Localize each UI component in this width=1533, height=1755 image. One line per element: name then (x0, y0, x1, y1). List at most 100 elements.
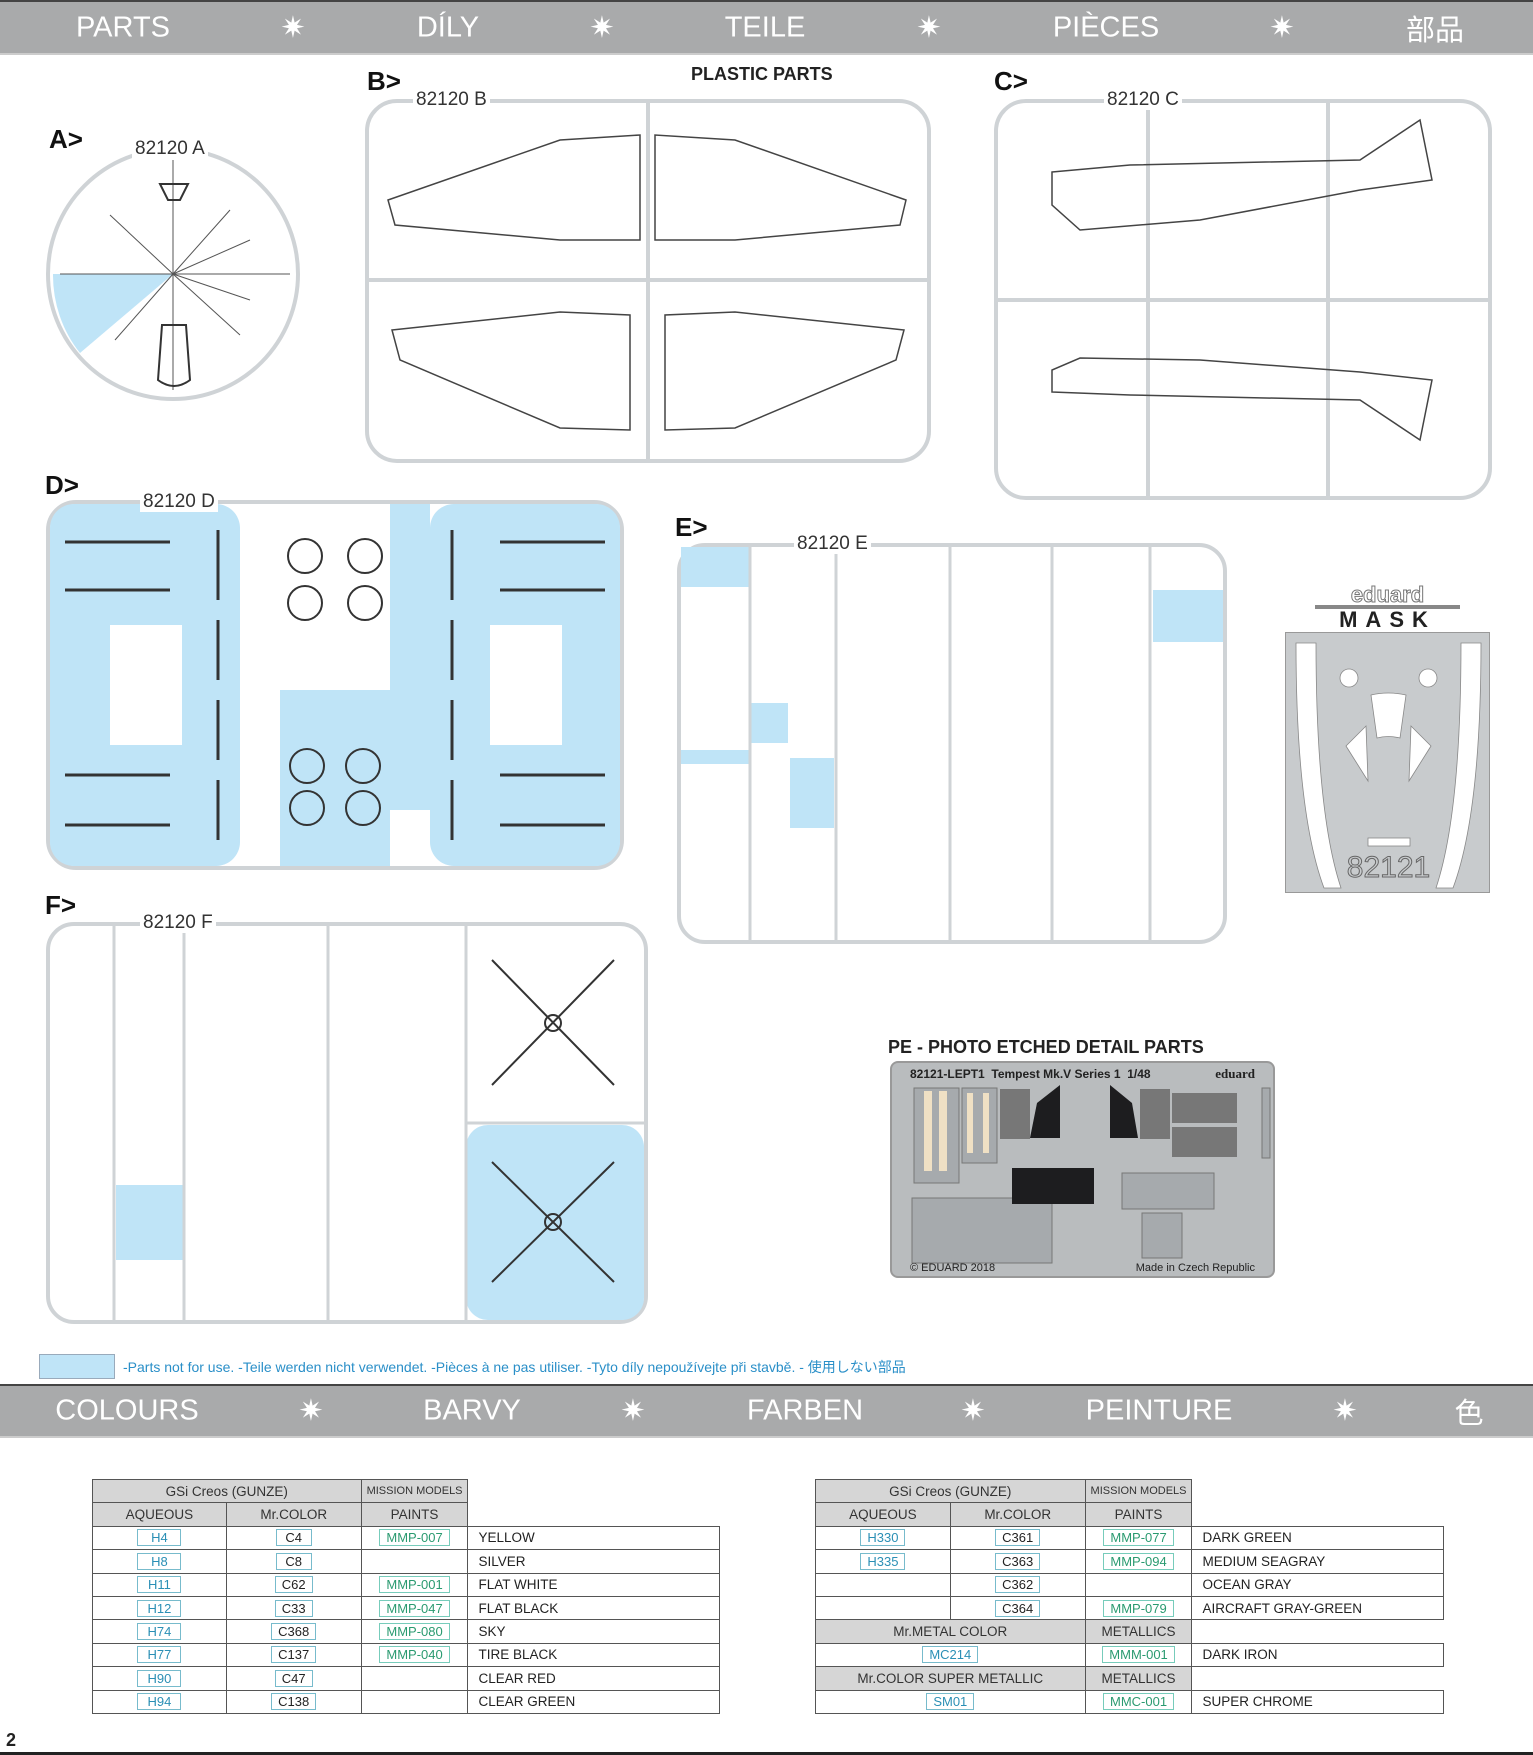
colour-row: H11 C62 MMP-001 FLAT WHITE (92, 1572, 720, 1597)
pe-title: PE - PHOTO ETCHED DETAIL PARTS (888, 1037, 1204, 1057)
mrcolor-header: Mr.COLOR (949, 1502, 1086, 1527)
star-icon: ✷ (589, 11, 615, 44)
header-barvy: BARVY (423, 1394, 521, 1427)
colour-row: SM01 MMC-001 SUPER CHROME (815, 1689, 1444, 1714)
colour-code: MMC-001 (1103, 1693, 1175, 1711)
colour-name: SILVER (467, 1549, 720, 1574)
gsi-creos-header: GSi Creos (GUNZE) (815, 1478, 1086, 1504)
sprue-f-letter: F> (45, 890, 77, 920)
sprue-a-code: 82120 A (132, 139, 208, 159)
colour-cell: MMP-079 (1084, 1595, 1193, 1621)
star-icon: ✷ (298, 1394, 324, 1428)
colour-code: H11 (137, 1576, 182, 1594)
aqueous-header: AQUEOUS (92, 1502, 227, 1527)
sprue-d-letter: D> (45, 470, 79, 500)
colour-cell: C368 (225, 1619, 362, 1644)
colour-cell: H94 (92, 1689, 227, 1714)
not-for-use-notice: -Parts not for use. -Teile werden nicht … (123, 1359, 906, 1375)
colour-code: H330 (860, 1529, 906, 1547)
colour-cell: MMP-047 (360, 1595, 469, 1621)
colour-code: C47 (274, 1669, 313, 1687)
colour-row: H335 C363 MMP-094 MEDIUM SEAGRAY (815, 1549, 1444, 1574)
aqueous-header: AQUEOUS (815, 1502, 951, 1527)
star-icon: ✷ (280, 11, 306, 44)
colour-code: C137 (271, 1646, 317, 1664)
colour-code: MMP-094 (1103, 1552, 1174, 1570)
sprue-b-letter: B> (367, 66, 401, 96)
colour-name: FLAT WHITE (467, 1572, 720, 1597)
sprue-c-letter: C> (994, 66, 1028, 96)
colour-code: H335 (860, 1552, 906, 1570)
colour-code: MMP-080 (379, 1623, 450, 1641)
colour-row: MC214 MMM-001 DARK IRON (815, 1642, 1444, 1668)
colour-cell (815, 1595, 951, 1621)
page-number: 2 (6, 1730, 17, 1750)
colour-cell: H330 (815, 1525, 951, 1551)
colour-cell: MMM-001 (1084, 1642, 1193, 1668)
colour-code: MMM-001 (1102, 1646, 1175, 1664)
colour-code: C368 (271, 1623, 317, 1641)
colours-header-bar: COLOURS ✷ BARVY ✷ FARBEN ✷ PEINTURE ✷ 色 (0, 1384, 1533, 1438)
colour-row: H8 C8 SILVER (92, 1549, 720, 1574)
colour-cell: MMP-094 (1084, 1549, 1193, 1574)
pe-fret-title: 82121-LEPT1 Tempest Mk.V Series 1 1/48 (910, 1067, 1151, 1081)
colour-code: SM01 (926, 1693, 975, 1711)
page-bottom-border (0, 1752, 1533, 1755)
colour-name: YELLOW (467, 1525, 720, 1551)
colour-cell: H90 (92, 1666, 227, 1691)
paints-header: PAINTS (360, 1502, 469, 1527)
colour-name: DARK GREEN (1191, 1525, 1444, 1551)
sprue-b-code: 82120 B (413, 90, 490, 110)
colour-cell: MMP-077 (1084, 1525, 1193, 1551)
mask-brand: eduard (1315, 583, 1460, 609)
mission-models-header: MISSION MODELS (1084, 1478, 1193, 1504)
header-dily: DÍLY (416, 11, 480, 43)
colour-name: MEDIUM SEAGRAY (1191, 1549, 1444, 1574)
colour-cell: H77 (92, 1642, 227, 1668)
colour-row: H94 C138 CLEAR GREEN (92, 1689, 720, 1714)
mrcolor-header: Mr.COLOR (225, 1502, 362, 1527)
colour-name: TIRE BLACK (467, 1642, 720, 1668)
star-icon: ✷ (620, 1394, 646, 1428)
colour-code: H74 (137, 1623, 182, 1641)
colour-name: CLEAR GREEN (467, 1689, 720, 1714)
colour-code: C362 (995, 1576, 1041, 1594)
header-pieces: PIÈCES (1052, 11, 1160, 43)
colour-code: C8 (275, 1552, 312, 1570)
mask-sheet: 82121 (1285, 632, 1490, 893)
colour-name: DARK IRON (1191, 1642, 1444, 1668)
colour-name: OCEAN GRAY (1191, 1572, 1444, 1597)
colour-cell: MMC-001 (1084, 1689, 1193, 1714)
colour-code: C138 (271, 1693, 317, 1711)
colour-code: H12 (137, 1599, 182, 1617)
sprue-drawings (46, 99, 1492, 1324)
star-icon: ✷ (1269, 11, 1295, 44)
colour-code: H4 (137, 1529, 182, 1547)
colour-cell: H8 (92, 1549, 227, 1574)
colour-cell: H4 (92, 1525, 227, 1551)
colour-cell: C363 (949, 1549, 1086, 1574)
colour-cell (360, 1666, 469, 1691)
colour-cell (1084, 1572, 1193, 1597)
colour-code: MMP-001 (379, 1576, 450, 1594)
colour-code: H94 (137, 1693, 182, 1711)
colour-code: C33 (274, 1599, 313, 1617)
colour-cell: H11 (92, 1572, 227, 1597)
colour-code: H90 (137, 1669, 182, 1687)
colour-cell: C33 (225, 1595, 362, 1621)
colour-cell: MC214 (815, 1642, 1086, 1668)
colour-name: SUPER CHROME (1191, 1689, 1444, 1714)
colour-code: MMP-079 (1103, 1599, 1174, 1617)
section-header: METALLICS (1084, 1619, 1193, 1644)
not-for-use-swatch (39, 1354, 115, 1379)
sprue-a-letter: A> (49, 124, 83, 154)
colour-code: C364 (995, 1599, 1041, 1617)
paints-header: PAINTS (1084, 1502, 1193, 1527)
star-icon: ✷ (916, 11, 942, 44)
colour-cell: C62 (225, 1572, 362, 1597)
colour-code: MMP-040 (379, 1646, 450, 1664)
colour-cell: C4 (225, 1525, 362, 1551)
